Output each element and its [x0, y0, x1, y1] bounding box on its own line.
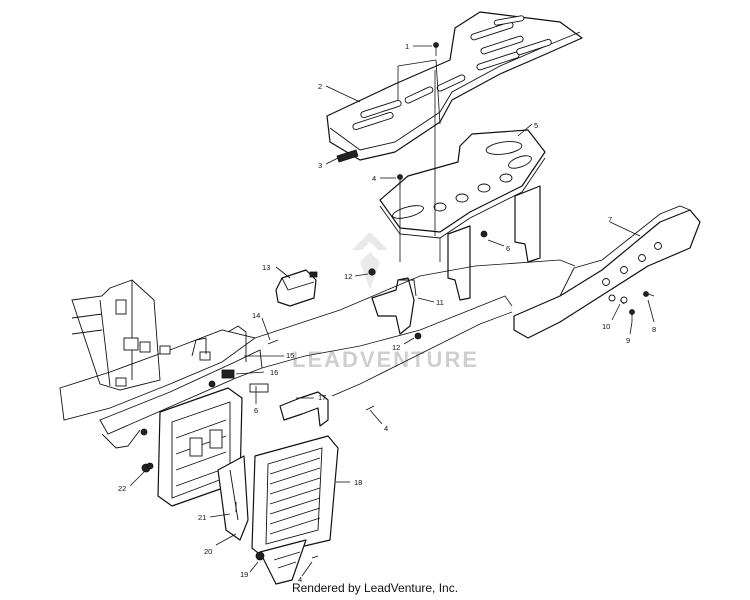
callout-13: 13: [262, 263, 270, 272]
rack-slot: [436, 74, 466, 92]
callout-14: 14: [252, 311, 260, 320]
callout-12: 12: [344, 272, 352, 281]
support-hole: [433, 202, 447, 212]
callout-12-bracket: 12: [392, 343, 400, 352]
rack-slot: [480, 35, 524, 55]
callout-6: 6: [506, 244, 510, 253]
callout-10: 10: [602, 322, 610, 331]
hose: [279, 391, 329, 427]
rear-rack: [326, 11, 583, 161]
callout-8: 8: [652, 325, 656, 334]
rack-slot: [360, 99, 402, 119]
bumper-hole: [620, 266, 628, 274]
bumper-hole: [620, 296, 628, 304]
callout-21: 21: [198, 513, 206, 522]
callout-19: 19: [240, 570, 248, 579]
callout-20: 20: [204, 547, 212, 556]
rack-slot: [404, 86, 434, 104]
support-hole: [477, 183, 491, 193]
side-shroud: [217, 455, 249, 541]
callout-9: 9: [626, 336, 630, 345]
callout-16: 16: [270, 368, 278, 377]
rear-bumper: [513, 205, 701, 339]
bumper-hole: [638, 254, 646, 262]
fitting: [140, 428, 148, 436]
bumper-hole: [602, 278, 610, 286]
callout-11: 11: [436, 298, 444, 307]
callout-2: 2: [318, 82, 322, 91]
bracket: [371, 277, 415, 335]
support-hole: [455, 193, 469, 203]
callout-3: 3: [318, 161, 322, 170]
callout-4-hose: 4: [384, 424, 388, 433]
watermark-logo: [352, 232, 388, 290]
bumper-hole: [608, 294, 616, 302]
rack-slot: [352, 111, 394, 131]
rack-support: [379, 129, 546, 301]
support-hole: [499, 173, 513, 183]
callout-5: 5: [534, 121, 538, 130]
oil-cooler: [251, 435, 339, 585]
support-hole: [485, 141, 523, 155]
rack-slot: [516, 38, 552, 56]
callout-4: 4: [372, 174, 376, 183]
callout-15: 15: [286, 351, 294, 360]
render-credit: Rendered by LeadVenture, Inc.: [291, 581, 459, 595]
callout-labels: 1 2 3 4 5 6 7 8 9 10 11 12 13 14 15 16 1…: [118, 42, 656, 584]
rack-slot: [470, 21, 514, 41]
callout-17: 17: [318, 393, 326, 402]
bumper-hole: [654, 242, 662, 250]
rack-slot: [493, 15, 525, 26]
callout-6-frame: 6: [254, 406, 258, 415]
callout-1: 1: [405, 42, 409, 51]
callout-4-grille: 4: [298, 575, 302, 584]
leader-lines: [129, 45, 655, 577]
callout-22: 22: [118, 484, 126, 493]
watermark-text: LEADVENTURE: [292, 347, 479, 372]
reflector: [336, 149, 359, 163]
callout-18: 18: [354, 478, 362, 487]
hardware: [146, 42, 655, 561]
support-hole: [508, 155, 532, 169]
callout-7: 7: [608, 215, 612, 224]
